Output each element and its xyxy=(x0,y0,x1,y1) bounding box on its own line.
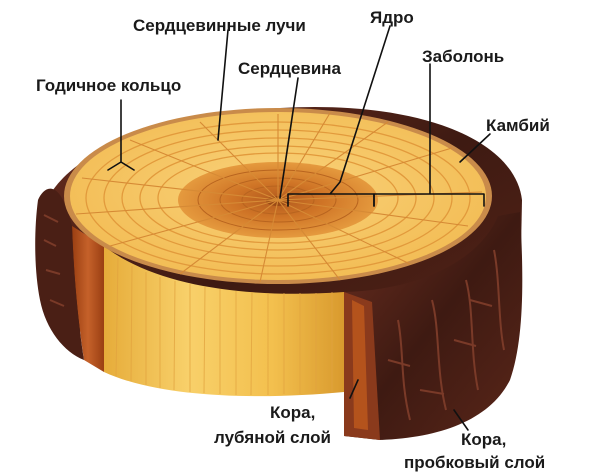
wood-side-surface xyxy=(104,246,344,397)
sapwood-leader xyxy=(373,63,485,207)
cambium-leader xyxy=(459,133,491,163)
medullary-rays xyxy=(75,112,483,283)
bark-left-chunk xyxy=(35,188,84,360)
label-sapwood: Заболонь xyxy=(422,47,504,66)
labels: Сердцевинные лучи Ядро Сердцевина Заболо… xyxy=(36,8,550,472)
phloem-right-strip xyxy=(352,300,368,430)
phloem-leader xyxy=(349,379,359,399)
top-cross-section xyxy=(64,108,492,284)
label-medullary-rays: Сердцевинные лучи xyxy=(133,16,306,35)
label-pith: Сердцевина xyxy=(238,59,342,78)
label-cork-line2: пробковый слой xyxy=(404,453,545,472)
leader-lines xyxy=(107,25,491,431)
vertical-grain-lines xyxy=(115,257,333,396)
rays-leader xyxy=(217,29,229,141)
label-cambium: Камбий xyxy=(486,116,550,135)
label-core: Ядро xyxy=(370,8,414,27)
cork-leader xyxy=(453,409,469,431)
label-annual-ring: Годичное кольцо xyxy=(36,76,181,95)
bark-cracks xyxy=(387,249,505,421)
label-cork-line1: Кора, xyxy=(461,430,506,449)
pith-leader xyxy=(279,77,299,199)
phloem-left-strip xyxy=(72,226,104,372)
bark-right-wall xyxy=(344,212,523,440)
ring-leader xyxy=(107,99,135,171)
label-phloem-line1: Кора, xyxy=(270,403,315,422)
label-phloem-line2: лубяной слой xyxy=(214,428,331,447)
